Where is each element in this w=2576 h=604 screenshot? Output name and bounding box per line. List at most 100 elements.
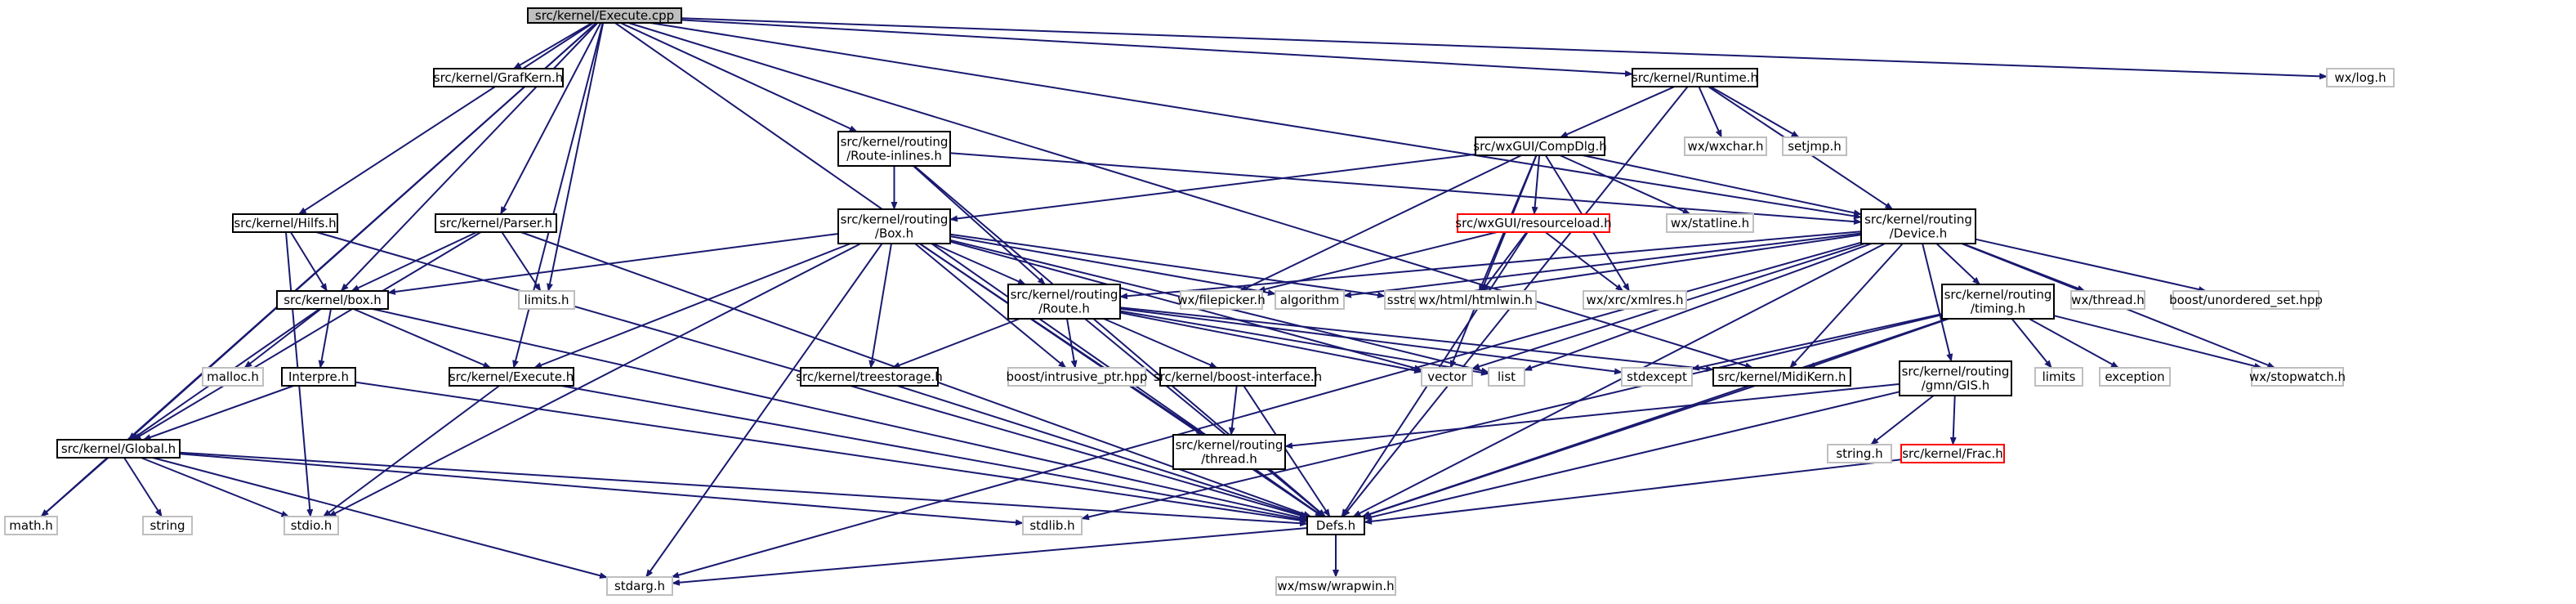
node-label: src/kernel/routing [1944,288,2052,302]
node-box [1180,290,1263,310]
node-label: limits.h [524,293,569,307]
edge-device_h-to-route_h [1119,230,1862,300]
node-intrusive_ptr: boost/intrusive_ptr.hpp [1007,367,1147,387]
node-label: src/kernel/routing [1011,288,1118,302]
node-global_h[interactable]: src/kernel/Global.h [56,439,181,459]
node-label: stdlib.h [1029,518,1074,533]
node-box [1306,516,1365,535]
node-defs_h[interactable]: Defs.h [1306,516,1365,535]
edge-thread_h-to-defs_h [1253,468,1324,517]
node-resourceload_h[interactable]: src/wxGUI/resourceload.h [1455,213,1612,233]
node-execute_cpp[interactable]: src/kernel/Execute.cpp [527,7,682,24]
node-label: wx/filepicker.h [1177,293,1265,307]
node-box_h[interactable]: src/kernel/box.h [276,290,389,310]
node-label: src/kernel/Global.h [61,441,176,456]
edge-route_inlines_h-to-device_h [949,152,1862,226]
node-label: src/wxGUI/CompDlg.h [1473,139,1606,154]
node-label: wx/statline.h [1671,216,1749,230]
edge-gis_h-to-string_h [1870,395,1935,445]
node-label: src/kernel/routing [841,213,949,227]
node-runtime_h[interactable]: src/kernel/Runtime.h [1632,68,1758,87]
node-label: boost/unordered_set.hpp [2169,293,2323,308]
node-box [1457,213,1610,233]
node-box [281,367,356,387]
node-timing_h[interactable]: src/kernel/routing/timing.h [1941,284,2055,320]
edge-parser_h-to-box_h [350,231,478,292]
node-label: wx/html/htmlwin.h [1418,293,1533,307]
node-box [1414,290,1537,310]
node-label: setjmp.h [1788,139,1842,154]
node-box [1860,208,1976,244]
edge-hilfs_h-to-box_h [289,231,328,292]
node-box [1583,290,1687,310]
node-label: wx/msw/wrapwin.h [1277,579,1394,593]
node-label: src/kernel/box.h [283,293,382,307]
node-gis_h[interactable]: src/kernel/routing/gmn/GIS.h [1899,360,2012,396]
edge-execute_cpp-to-device_h [650,22,1862,220]
node-box [202,367,264,387]
node-box [1007,367,1146,387]
edge-route_h-to-defs_h [1084,318,1326,517]
node-hilfs_h[interactable]: src/kernel/Hilfs.h [232,213,338,233]
node-box_routing_h[interactable]: src/kernel/routing/Box.h [837,208,951,244]
edge-execute_cpp-to-parser_h [499,22,602,215]
node-label: Interpre.h [288,369,349,384]
node-label: src/kernel/treestorage.h [796,369,943,384]
node-label: stdarg.h [614,579,665,593]
edge-boost_interface_h-to-defs_h [1243,385,1331,517]
edge-global_h-to-string [123,457,163,517]
node-stdlib_h: stdlib.h [1022,516,1083,535]
node-statline_h: wx/statline.h [1666,213,1754,233]
node-treestorage_h[interactable]: src/kernel/treestorage.h [796,367,943,387]
edge-timing_h-to-stopwatch_h [2053,315,2263,369]
node-parser_h[interactable]: src/kernel/Parser.h [435,213,557,233]
edge-parser_h-to-limits_h [501,231,542,292]
node-box [142,516,193,535]
node-device_h[interactable]: src/kernel/routing/Device.h [1860,208,1976,244]
edge-device_h-to-timing_h [1935,243,1980,285]
node-box [800,367,939,387]
node-label: /gmn/GIS.h [1922,378,1990,393]
node-label: src/kernel/Parser.h [440,216,552,230]
node-interpre_h[interactable]: Interpre.h [281,367,356,387]
node-execute_h[interactable]: src/kernel/Execute.h [449,367,574,387]
edge-device_h-to-sstream [1438,234,1862,298]
node-box [1782,136,1847,156]
node-box [1007,284,1121,320]
node-list: list [1488,367,1525,387]
edge-box_routing_h-to-execute_h [534,243,851,369]
node-route_inlines_h[interactable]: src/kernel/routing/Route-inlines.h [837,131,951,167]
edge-frac_h-to-defs_h [1364,459,1902,525]
node-box [1421,367,1473,387]
node-label: src/kernel/routing [1176,438,1284,453]
edge-resourceload_h-to-htmlwin_h [1481,231,1528,292]
node-box [4,516,58,535]
node-box [435,213,557,233]
node-unordered_set: boost/unordered_set.hpp [2169,290,2323,310]
edge-box_h-to-malloc_h [243,308,322,369]
edge-execute_h-to-stdio_h [322,385,500,517]
node-compdlg_h[interactable]: src/wxGUI/CompDlg.h [1473,136,1607,156]
edge-box_routing_h-to-intrusive_ptr [914,243,1067,369]
node-box [837,131,951,167]
node-stdexcept: stdexcept [1621,367,1693,387]
node-frac_h[interactable]: src/kernel/Frac.h [1900,444,2005,463]
edge-runtime_h-to-wxxchar_h [1698,86,1723,138]
node-box [2034,367,2083,387]
node-grafkern_h[interactable]: src/kernel/GrafKern.h [433,68,564,87]
edge-route_h-to-midikern_h [1119,306,1714,373]
edge-global_h-to-stdlib_h [179,453,1024,526]
edge-compdlg_h-to-device_h [1582,154,1862,217]
node-thread_h[interactable]: src/kernel/routing/thread.h [1172,434,1286,470]
edge-device_h-to-unordered_set [1975,238,2207,293]
node-midikern_h[interactable]: src/kernel/MidiKern.h [1712,367,1851,387]
node-label: src/kernel/boost-interface.h [1154,369,1322,384]
node-boost_interface_h[interactable]: src/kernel/boost-interface.h [1154,367,1322,387]
edge-box_routing_h-to-treestorage_h [868,243,892,369]
node-box [1941,284,2055,320]
edge-parser_h-to-global_h [132,231,482,441]
edge-compdlg_h-to-vector [1449,154,1538,369]
node-box [527,7,682,24]
node-route_h[interactable]: src/kernel/routing/Route.h [1007,284,1121,320]
